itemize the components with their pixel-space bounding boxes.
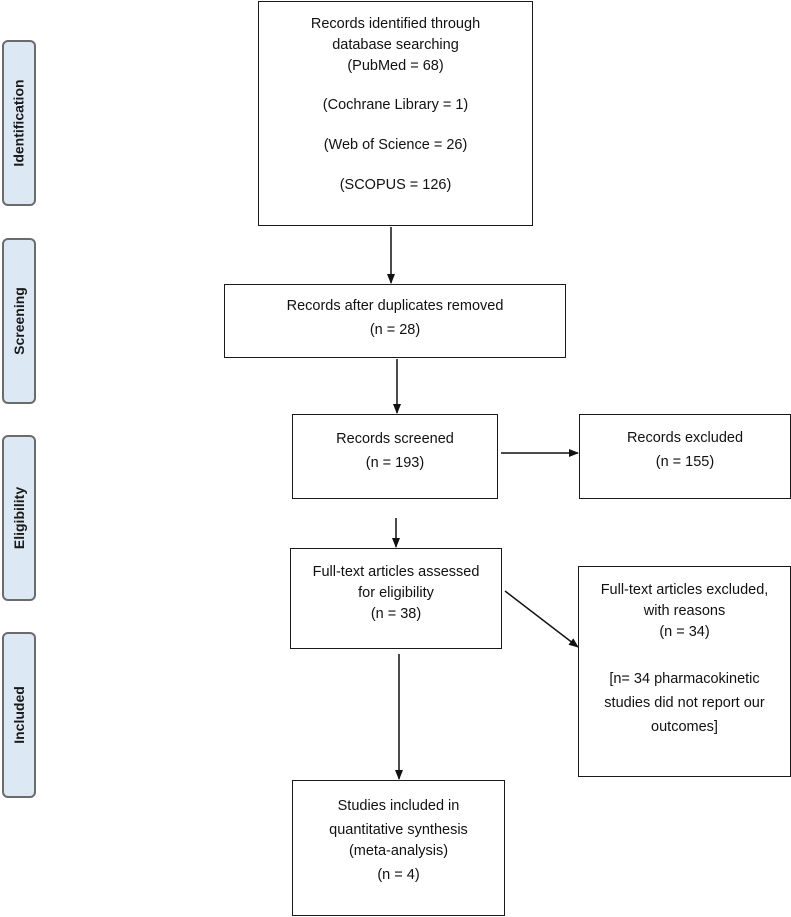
full-text-assessed-line2: for eligibility <box>358 585 434 601</box>
exclusion-reason-line1: [n= 34 pharmacokinetic <box>609 671 760 687</box>
records-identified-box: Records identified through database sear… <box>258 1 533 226</box>
duplicates-removed-label: Records after duplicates removed <box>286 298 504 314</box>
full-text-excluded-count: (n = 34) <box>659 624 710 640</box>
records-identified-line1: Records identified through <box>310 16 481 32</box>
records-excluded-label: Records excluded <box>626 430 744 446</box>
studies-included-line3: (meta-analysis) <box>348 843 449 859</box>
studies-included-line2: quantitative synthesis <box>329 822 468 838</box>
full-text-excluded-box: Full-text articles excluded, with reason… <box>578 566 791 777</box>
arrow-full-text-to-excluded <box>504 590 579 648</box>
records-screened-box: Records screened (n = 193) <box>292 414 498 499</box>
full-text-assessed-count: (n = 38) <box>370 606 422 622</box>
full-text-assessed-box: Full-text articles assessed for eligibil… <box>290 548 502 649</box>
studies-included-count: (n = 4) <box>377 867 420 883</box>
full-text-excluded-line1: Full-text articles excluded, <box>600 582 769 598</box>
studies-included-line1: Studies included in <box>337 798 460 814</box>
cochrane-count: (Cochrane Library = 1) <box>322 97 469 113</box>
full-text-assessed-line1: Full-text articles assessed <box>312 564 480 580</box>
pubmed-count: (PubMed = 68) <box>347 58 444 74</box>
full-text-excluded-line2: with reasons <box>643 603 726 619</box>
records-identified-line2: database searching <box>332 37 459 53</box>
exclusion-reason-line3: outcomes] <box>651 719 718 735</box>
records-screened-label: Records screened <box>336 431 454 447</box>
phase-eligibility: Eligibility <box>2 435 36 601</box>
scopus-count: (SCOPUS = 126) <box>339 177 452 193</box>
duplicates-removed-box: Records after duplicates removed (n = 28… <box>224 284 566 358</box>
phase-included: Included <box>2 632 36 798</box>
exclusion-reason-line2: studies did not report our <box>604 695 765 711</box>
records-excluded-count: (n = 155) <box>655 454 715 470</box>
records-screened-count: (n = 193) <box>365 455 425 471</box>
studies-included-box: Studies included in quantitative synthes… <box>292 780 505 916</box>
web-of-science-count: (Web of Science = 26) <box>323 137 468 153</box>
phase-identification: Identification <box>2 40 36 206</box>
phase-screening: Screening <box>2 238 36 404</box>
duplicates-removed-count: (n = 28) <box>369 322 421 338</box>
